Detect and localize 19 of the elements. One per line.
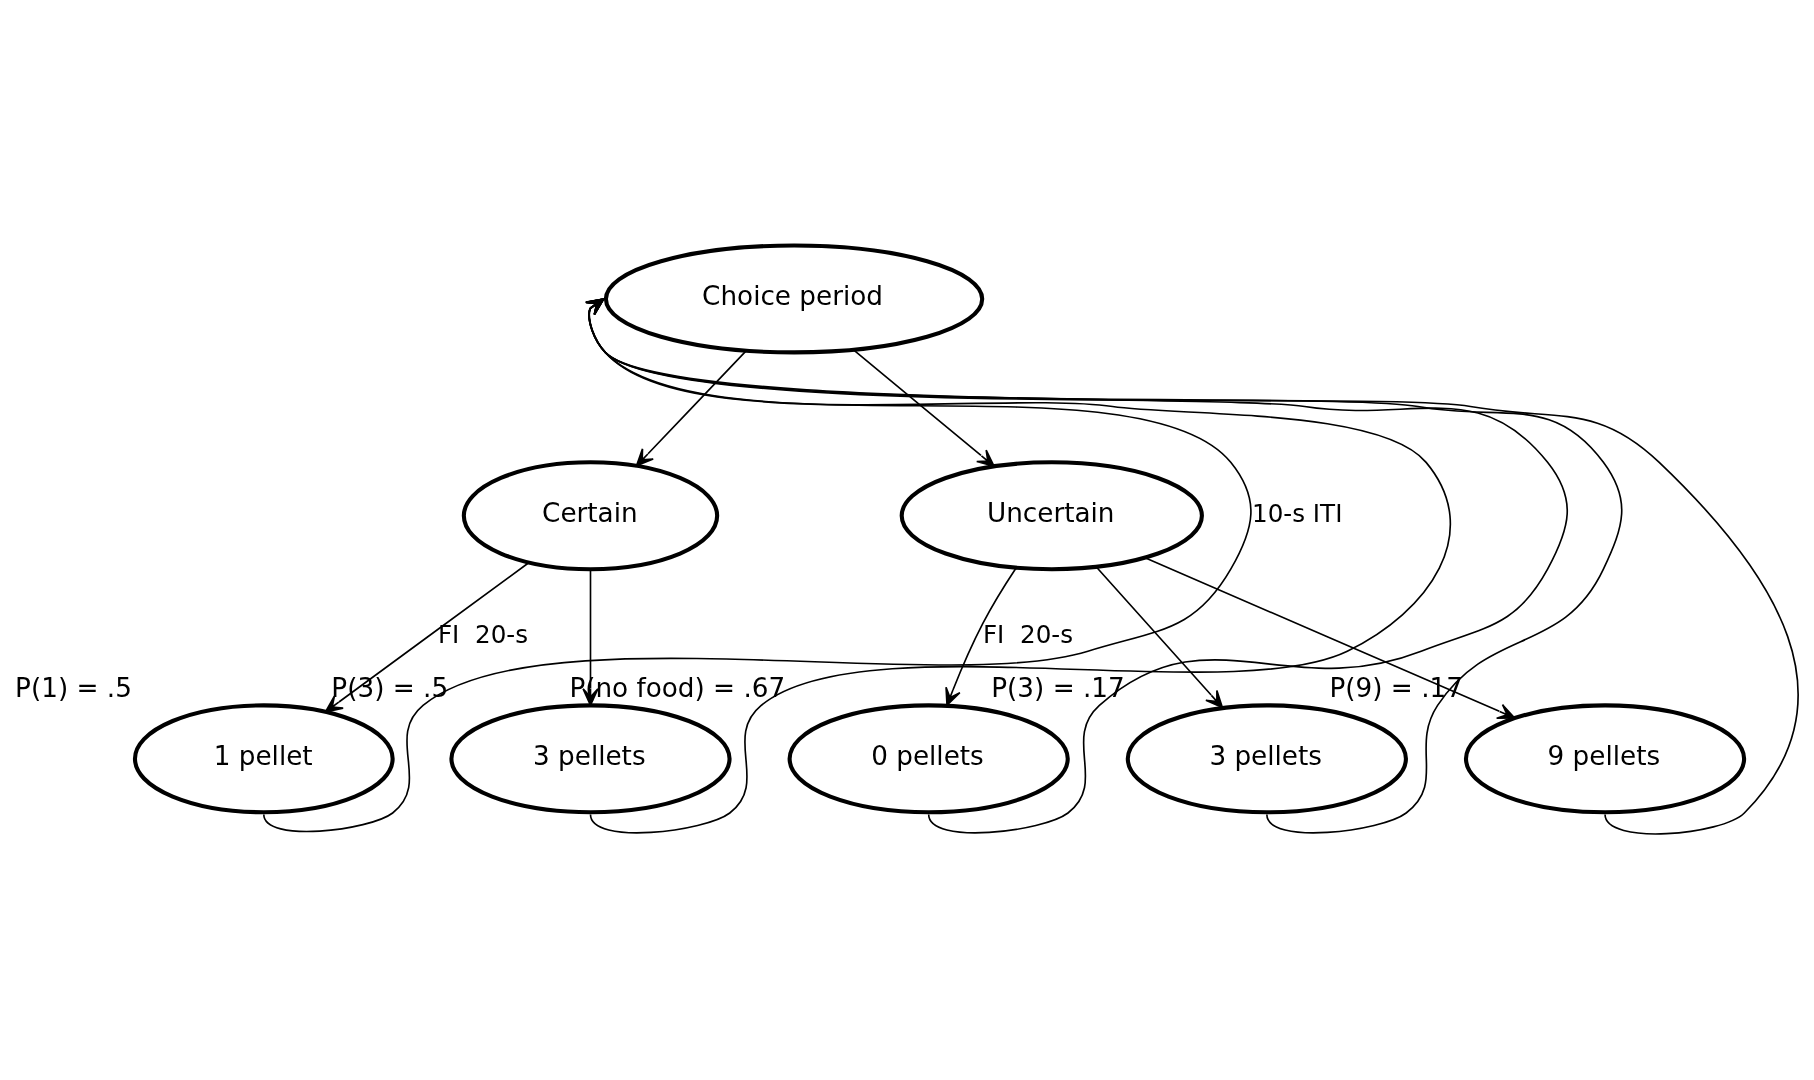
node-ellipse: Choice period — [603, 243, 985, 355]
arrow — [853, 349, 995, 468]
node-ellipse: Certain — [461, 460, 720, 572]
arrow — [1095, 566, 1224, 709]
node-label: P(1) = .5 — [15, 672, 132, 703]
node-ellipse: 3 pellets — [1125, 703, 1408, 815]
node-ellipse: Uncertain — [899, 460, 1204, 572]
arrow — [324, 561, 530, 713]
arrow — [635, 349, 748, 467]
node-ellipse: 1 pellet — [132, 703, 395, 815]
edge-label: FI 20-s — [437, 620, 528, 650]
edge-label: FI 20-s — [982, 620, 1074, 650]
arrow — [263, 298, 1252, 833]
arrow — [1144, 556, 1516, 720]
node-ellipse: 3 pellets — [449, 703, 732, 815]
arrow — [945, 567, 1017, 707]
edge-label: 10-s ITI — [1252, 498, 1343, 528]
node-ellipse: 0 pellets — [787, 703, 1070, 815]
node-label: P(3) = .17 — [991, 672, 1125, 703]
